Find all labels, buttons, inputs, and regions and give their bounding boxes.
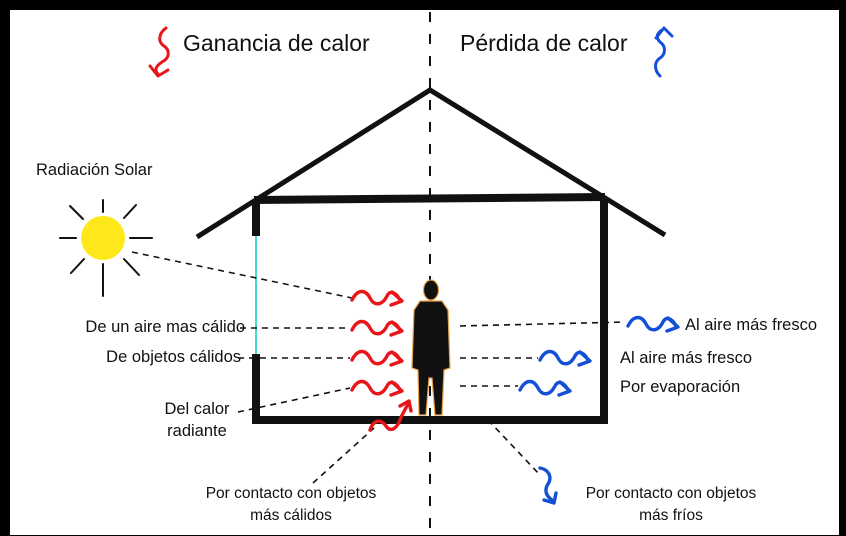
blue-wavy-arrow-icon	[538, 466, 558, 505]
radiant-heat-label-line2: radiante	[167, 422, 227, 440]
house-diagram-svg	[59, 12, 680, 530]
gain-arrow-icon	[148, 26, 170, 78]
contact-warm-label-line1: Por contacto con objetos	[205, 485, 377, 502]
connector-contact-warm	[312, 427, 375, 484]
blue-wavy-arrow-icon	[626, 315, 680, 333]
red-wavy-arrows	[350, 289, 413, 432]
blue-wavy-arrow-icon	[518, 379, 572, 397]
loss-arrow-icon	[654, 26, 674, 78]
solar-label: Radiación Solar	[36, 161, 153, 179]
red-wavy-arrow-icon	[350, 289, 404, 307]
warm-objects-label: De objetos cálidos	[106, 348, 241, 366]
blue-wavy-arrow-icon	[538, 349, 592, 367]
red-wavy-arrow-icon	[350, 349, 404, 367]
cool-air-outside-label: Al aire más fresco	[685, 316, 818, 334]
gain-heading: Ganancia de calor	[183, 30, 370, 56]
red-wavy-arrow-icon	[350, 379, 404, 397]
connector-radiant	[237, 387, 351, 413]
sun-icon	[59, 199, 153, 297]
person-icon	[411, 279, 451, 416]
connector-contact-cold	[487, 419, 541, 476]
roof	[195, 87, 667, 240]
contact-warm-label-line2: más cálidos	[250, 507, 332, 524]
evaporation-label: Por evaporación	[620, 378, 741, 396]
contact-cold-label-line1: Por contacto con objetos	[585, 485, 757, 502]
red-wavy-arrow-icon	[350, 319, 404, 337]
blue-wavy-arrows	[518, 315, 680, 505]
radiant-heat-label-line1: Del calor	[164, 400, 230, 418]
warm-air-label: De un aire mas cálido	[85, 318, 245, 336]
connector-cool-air-outside	[459, 321, 626, 327]
connector-solar	[131, 251, 353, 299]
contact-cold-label-line2: más fríos	[639, 507, 703, 524]
cool-air-inside-label: Al aire más fresco	[620, 349, 753, 367]
house-top-wall	[253, 193, 606, 204]
diagram-panel: Ganancia de calor Pérdida de calor Radia…	[10, 10, 839, 535]
red-wavy-arrow-icon	[368, 399, 413, 432]
loss-heading: Pérdida de calor	[460, 30, 628, 56]
